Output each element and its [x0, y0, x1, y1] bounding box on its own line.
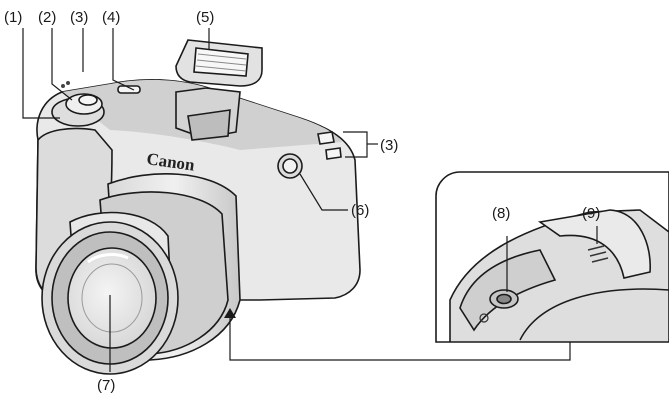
- callout-7: (7): [97, 377, 115, 394]
- callout-2: (2): [38, 9, 56, 26]
- inset-connector: [229, 316, 571, 361]
- callout-8: (8): [492, 205, 510, 222]
- power-button: [117, 85, 141, 94]
- inset-arrow: [224, 308, 236, 318]
- speaker-holes: [587, 245, 609, 263]
- callout-1: (1): [4, 9, 22, 26]
- tripod-socket: [489, 289, 519, 309]
- lamp: [317, 131, 342, 160]
- callout-3-right: (3): [380, 137, 398, 154]
- callout-5: (5): [196, 9, 214, 26]
- callout-4: (4): [102, 9, 120, 26]
- front-button: [277, 153, 303, 179]
- microphone: [61, 81, 70, 88]
- callout-6: (6): [351, 202, 369, 219]
- shutter-button: [78, 94, 98, 106]
- callout-9: (9): [582, 205, 600, 222]
- flash-unit: [175, 39, 263, 141]
- inset-panel: [435, 171, 669, 343]
- leader-lines: [22, 28, 598, 372]
- callout-3: (3): [70, 9, 88, 26]
